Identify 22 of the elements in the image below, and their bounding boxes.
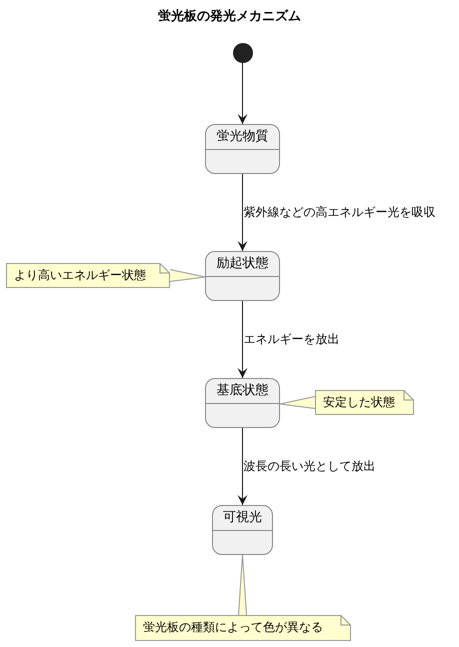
- note-text: 蛍光板の種類によって色が異なる: [143, 620, 323, 635]
- arrow: [238, 428, 248, 506]
- arrow: [238, 300, 248, 378]
- note-connector: [170, 269, 206, 282]
- state-name: 励起状態: [216, 256, 268, 272]
- arrow: [238, 174, 248, 252]
- edge-label: 紫外線などの高エネルギー光を吸収: [244, 204, 436, 220]
- state-box: [205, 378, 280, 428]
- state-name: 可視光: [223, 510, 262, 526]
- note-text: より高いエネルギー状態: [14, 268, 146, 283]
- note-connector: [238, 554, 247, 616]
- state-box: [205, 251, 280, 301]
- arrow: [238, 62, 248, 124]
- state-box: [212, 505, 273, 555]
- state-name: 蛍光物質: [216, 129, 268, 145]
- note-text: 安定した状態: [323, 395, 395, 410]
- diagram-title: 蛍光板の発光メカニズム: [158, 9, 301, 24]
- state-name: 基底状態: [216, 383, 268, 399]
- state-box: [205, 124, 280, 174]
- edge-label: 波長の長い光として放出: [244, 458, 376, 474]
- note-connector: [280, 396, 316, 409]
- edge-label: エネルギーを放出: [244, 332, 340, 346]
